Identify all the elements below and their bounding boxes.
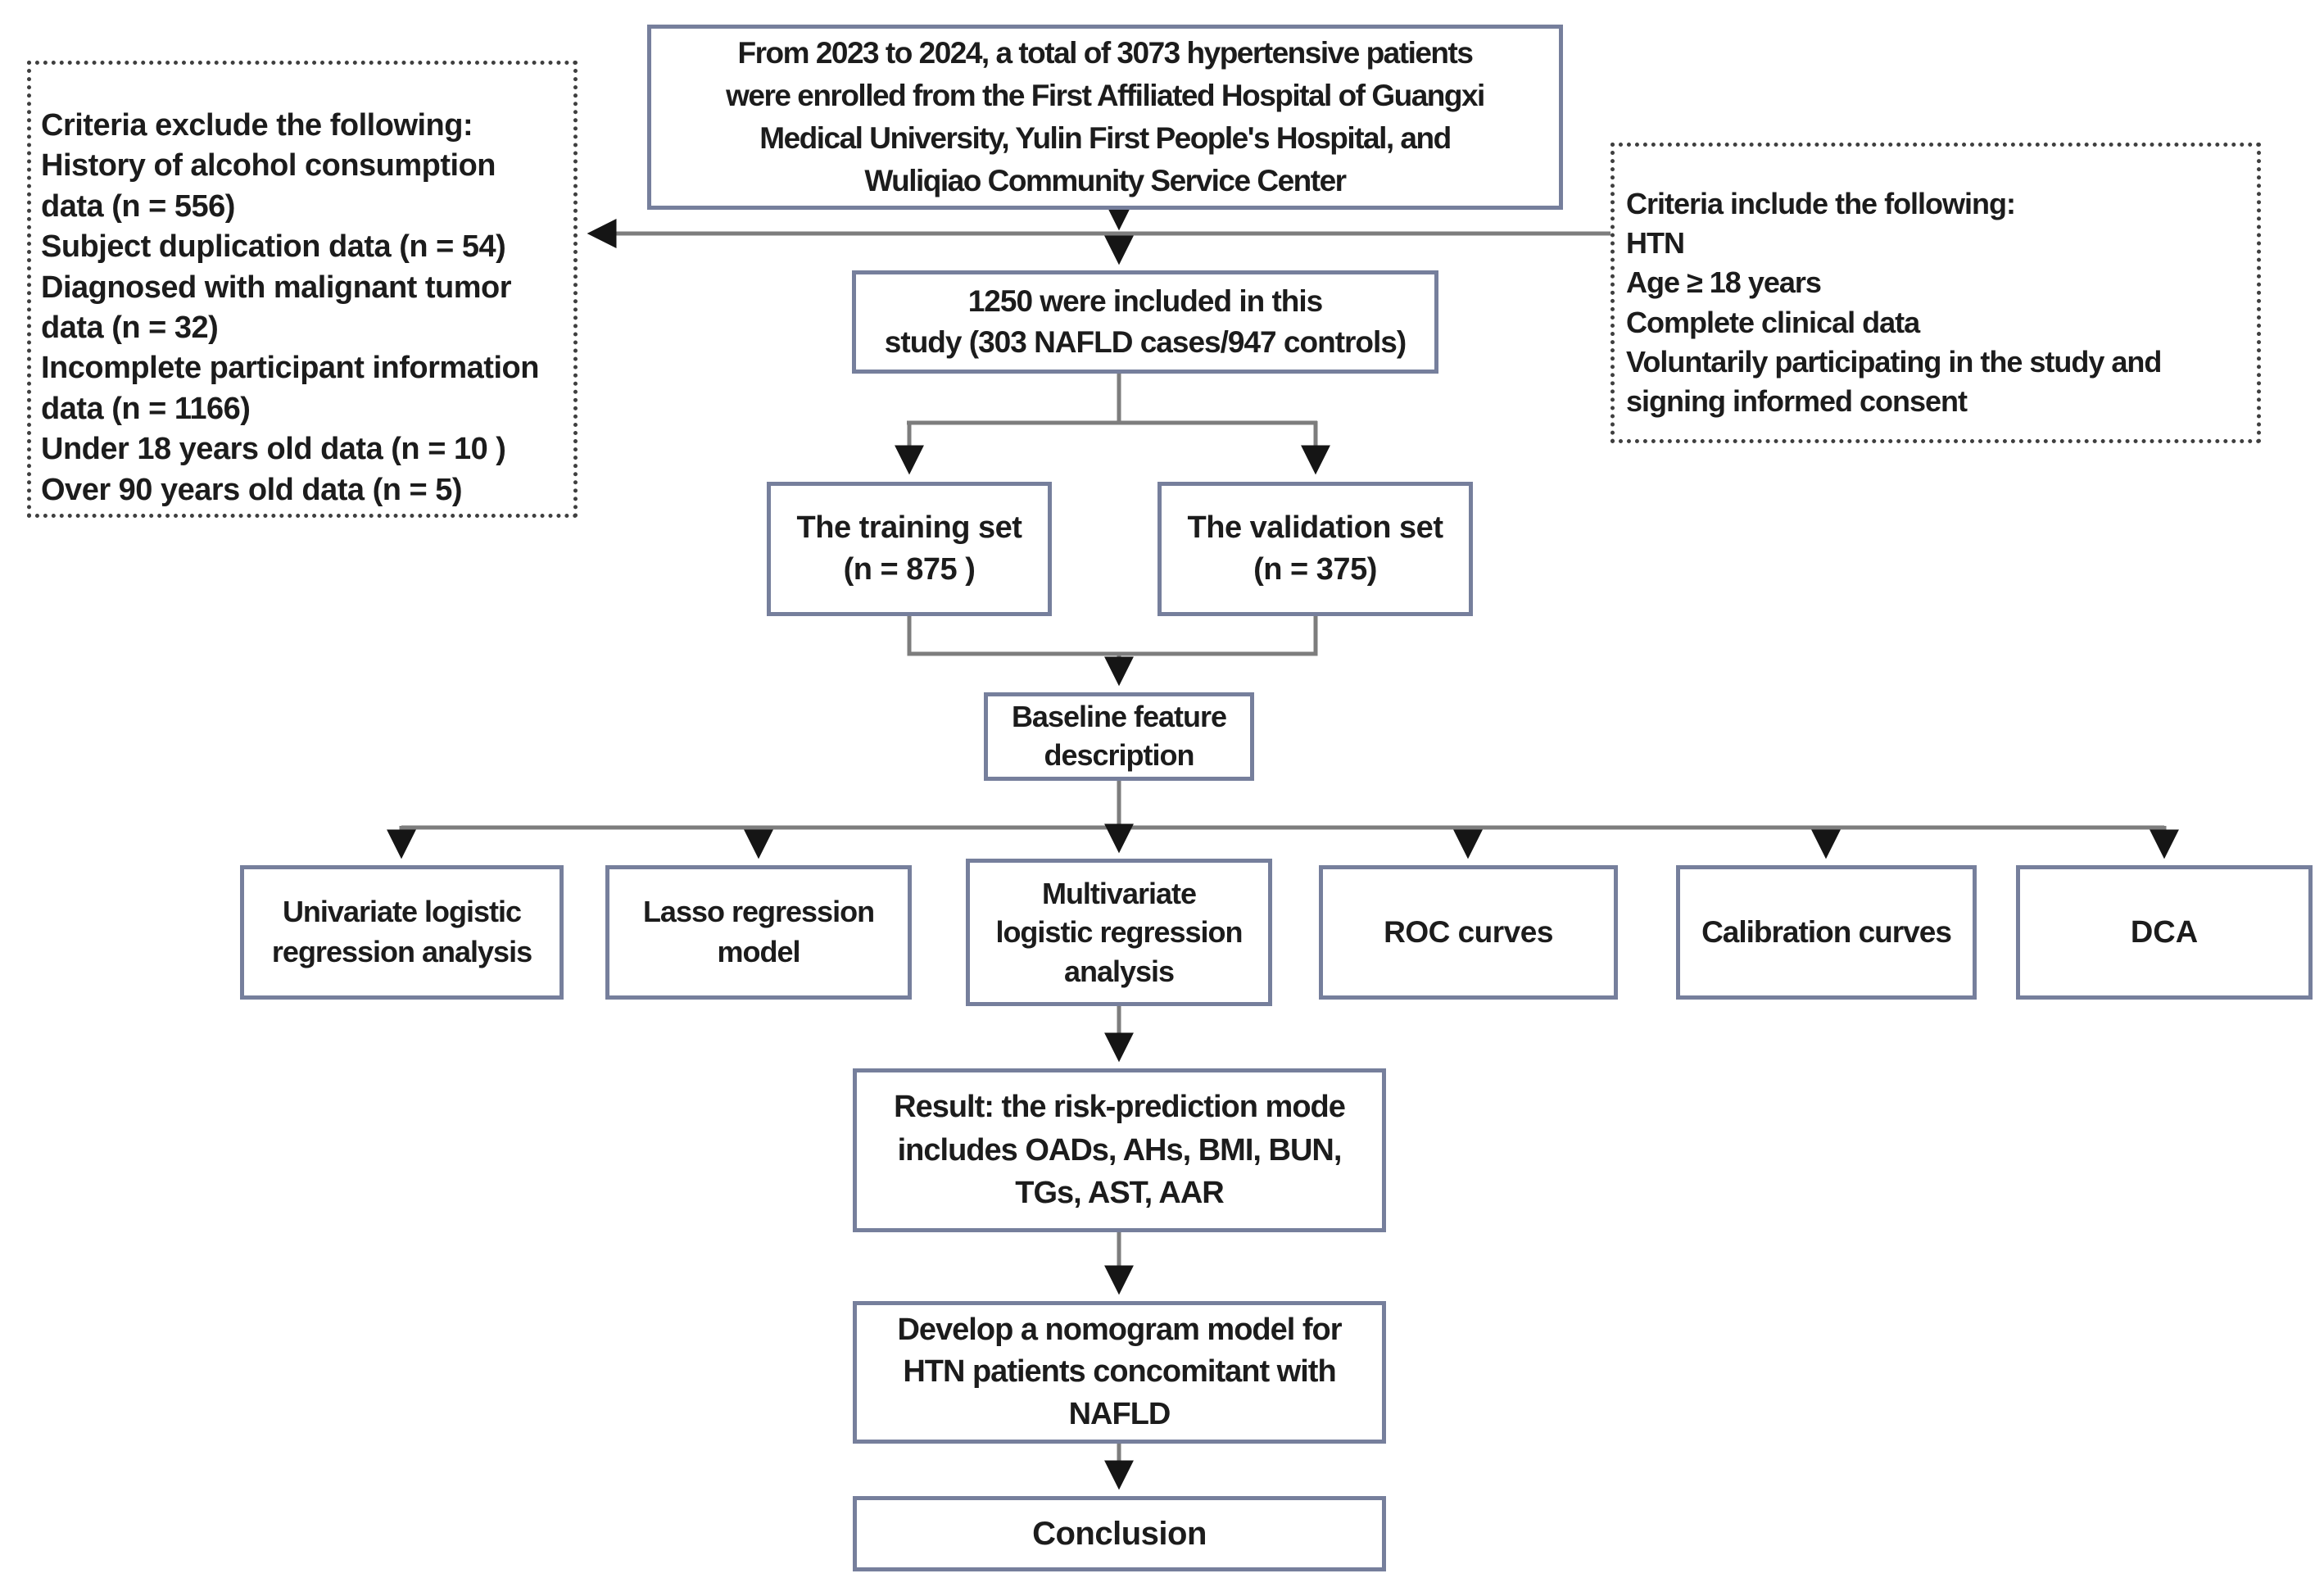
nomogram-text: Develop a nomogram model for HTN patient… — [897, 1313, 1342, 1431]
baseline-description-box: Baseline feature description — [984, 692, 1254, 781]
result-box: Result: the risk-prediction mode include… — [853, 1068, 1386, 1232]
exclusion-item: Diagnosed with malignant tumor data (n =… — [41, 270, 512, 345]
calibration-curves-text: Calibration curves — [1701, 915, 1952, 949]
lasso-model-box: Lasso regression model — [605, 865, 912, 1000]
inclusion-title: Criteria include the following: — [1626, 187, 2016, 220]
training-set-text: The training set (n = 875 ) — [796, 510, 1022, 587]
line-merge — [907, 616, 1318, 656]
training-set-box: The training set (n = 875 ) — [767, 482, 1052, 616]
dca-box: DCA — [2016, 865, 2313, 1000]
dca-text: DCA — [2130, 914, 2199, 950]
exclusion-item: History of alcohol consumption data (n =… — [41, 148, 496, 224]
enrollment-box: From 2023 to 2024, a total of 3073 hyper… — [647, 25, 1563, 210]
result-text: Result: the risk-prediction mode include… — [894, 1090, 1346, 1211]
inclusion-criteria-box: Criteria include the following: HTN Age … — [1610, 143, 2261, 443]
univariate-analysis-text: Univariate logistic regression analysis — [271, 895, 532, 968]
exclusion-item: Incomplete participant information data … — [41, 351, 539, 426]
exclusion-title: Criteria exclude the following: — [41, 108, 473, 143]
enrollment-text: From 2023 to 2024, a total of 3073 hyper… — [726, 36, 1485, 197]
nomogram-box: Develop a nomogram model for HTN patient… — [853, 1301, 1386, 1444]
multivariate-analysis-text: Multivariate logistic regression analysi… — [995, 876, 1243, 988]
roc-curves-box: ROC curves — [1319, 865, 1618, 1000]
inclusion-item: Complete clinical data — [1626, 305, 1920, 339]
validation-set-text: The validation set (n = 375) — [1187, 510, 1443, 587]
exclusion-item: Over 90 years old data (n = 5) — [41, 472, 463, 507]
included-count-box: 1250 were included in this study (303 NA… — [852, 270, 1438, 374]
conclusion-box: Conclusion — [853, 1496, 1386, 1571]
conclusion-text: Conclusion — [1032, 1515, 1207, 1552]
exclusion-item: Subject duplication data (n = 54) — [41, 229, 506, 265]
lasso-model-text: Lasso regression model — [642, 895, 875, 968]
calibration-curves-box: Calibration curves — [1676, 865, 1977, 1000]
univariate-analysis-box: Univariate logistic regression analysis — [240, 865, 564, 1000]
inclusion-item: Voluntarily participating in the study a… — [1626, 344, 2162, 419]
validation-set-box: The validation set (n = 375) — [1157, 482, 1473, 616]
multivariate-analysis-box: Multivariate logistic regression analysi… — [966, 859, 1272, 1006]
inclusion-item: HTN — [1626, 226, 1685, 261]
included-count-text: 1250 were included in this study (303 NA… — [884, 284, 1407, 359]
exclusion-criteria-box: Criteria exclude the following: History … — [27, 61, 578, 518]
baseline-description-text: Baseline feature description — [1011, 700, 1227, 772]
roc-curves-text: ROC curves — [1384, 915, 1553, 949]
exclusion-item: Under 18 years old data (n = 10 ) — [41, 432, 506, 467]
inclusion-item: Age ≥ 18 years — [1626, 265, 1822, 300]
